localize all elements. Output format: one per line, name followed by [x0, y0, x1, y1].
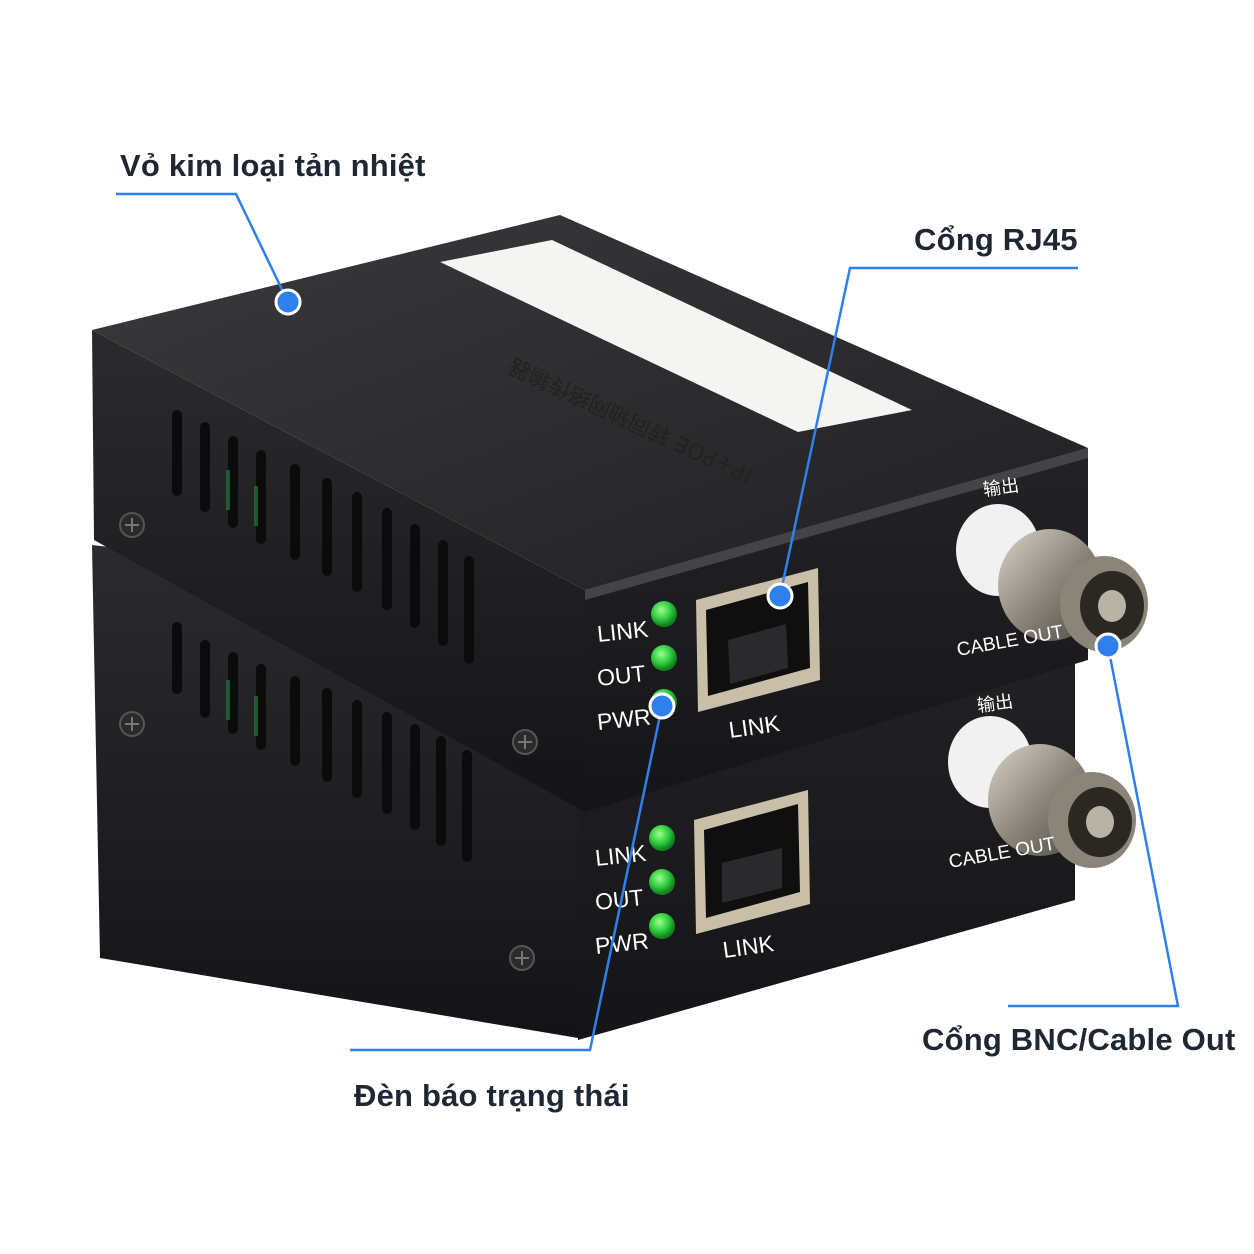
callout-dot-heatsink [274, 288, 302, 316]
callout-dot-leds [648, 692, 676, 720]
led-label-pwr: PWR [594, 928, 650, 959]
callout-line-heatsink [116, 192, 290, 303]
led-indicator-icon [649, 913, 675, 939]
bottom-led-group: LINK OUT PWR [594, 825, 675, 959]
bottom-unit-vents [172, 622, 472, 862]
led-indicator-icon [649, 869, 675, 895]
screw-icon [119, 711, 145, 737]
screw-icon [119, 512, 145, 538]
screw-icon [509, 945, 535, 971]
led-label-link: LINK [596, 616, 650, 647]
led-label-out: OUT [596, 660, 647, 691]
top-unit-edge [585, 448, 1088, 600]
callout-bnc: Cổng BNC/Cable Out [922, 1022, 1236, 1057]
pcb-glimpse [226, 470, 258, 736]
led-indicator-icon [651, 645, 677, 671]
top-unit: IP+POE 转同轴网络传输器 [92, 215, 1148, 812]
bnc-connector-icon: 输出 CABLE OUT [947, 691, 1136, 873]
callout-heatsink: Vỏ kim loại tản nhiệt [120, 148, 426, 183]
led-label-link: LINK [594, 840, 648, 871]
callout-line-leds [350, 705, 664, 1052]
callout-dot-bnc [1094, 632, 1122, 660]
callout-lines [116, 192, 1180, 1052]
callout-leds: Đèn báo trạng thái [354, 1078, 630, 1113]
led-indicator-icon [651, 601, 677, 627]
top-unit-side-panel [92, 330, 585, 812]
ethernet-port-icon: LINK [694, 790, 810, 963]
led-indicator-icon [649, 825, 675, 851]
led-label-pwr: PWR [596, 704, 652, 735]
callout-dot-rj45 [766, 582, 794, 610]
top-led-group: LINK OUT PWR [596, 601, 677, 735]
callout-line-bnc [1008, 645, 1180, 1008]
bnc-top-label: 输出 [982, 475, 1021, 501]
callout-dots [274, 288, 1122, 720]
callout-rj45: Cổng RJ45 [914, 222, 1078, 257]
top-unit-vents [172, 410, 474, 664]
bnc-top-label: 输出 [976, 691, 1015, 717]
top-unit-top-panel [92, 215, 1088, 590]
screw-icon [512, 729, 538, 755]
callout-line-rj45 [778, 266, 1078, 597]
